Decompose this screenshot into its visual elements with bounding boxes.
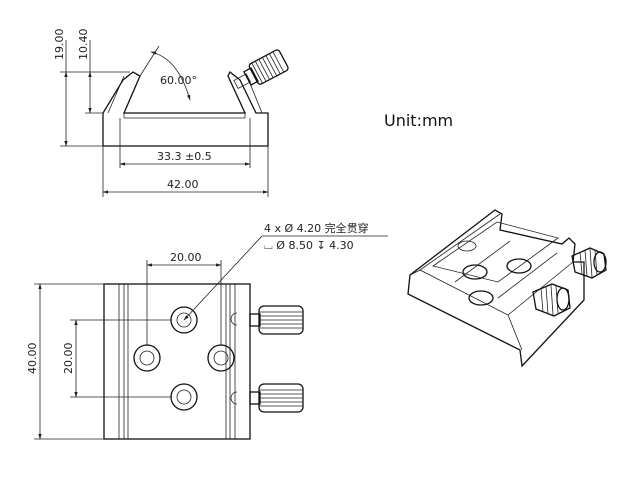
unit-label: Unit:mm [384, 111, 453, 130]
front-clamp-screw [233, 49, 289, 89]
angle-dimension-arc [150, 51, 191, 101]
front-view: 60.00° 19.00 10.40 33.3 ±0.5 42.00 [53, 29, 289, 197]
hole-callout-line-1: 4 x Ø 4.20 完全贯穿 [264, 221, 369, 235]
top-view: 4 x Ø 4.20 完全贯穿 ⌴ Ø 8.50 ↧ 4.30 20.00 20… [26, 221, 388, 440]
isometric-view [407, 209, 607, 368]
front-view-outline [102, 70, 269, 147]
hole-callout-line-2: ⌴ Ø 8.50 ↧ 4.30 [264, 239, 354, 252]
height-inner-label: 10.40 [77, 29, 90, 61]
height-total-label: 19.00 [53, 29, 66, 61]
body-height-label: 40.00 [26, 343, 39, 375]
angle-dimension-label: 60.00° [160, 74, 197, 87]
counterbored-hole-bottom [170, 383, 198, 411]
top-view-outline [103, 283, 251, 440]
overall-width-label: 42.00 [167, 178, 199, 191]
iso-body-outline [407, 209, 585, 368]
front-left-wall-line [107, 75, 125, 114]
iso-clamp-screw-lower [532, 283, 571, 317]
slot-width-label: 33.3 ±0.5 [157, 150, 212, 163]
top-clamp-screw-lower [249, 383, 304, 413]
iso-clamp-screw-upper [571, 247, 607, 279]
hole-spacing-x-label: 20.00 [170, 251, 202, 264]
counterbored-hole-left [133, 344, 161, 372]
top-clamp-screw-upper [249, 305, 304, 335]
hole-spacing-y-label: 20.00 [62, 343, 75, 375]
